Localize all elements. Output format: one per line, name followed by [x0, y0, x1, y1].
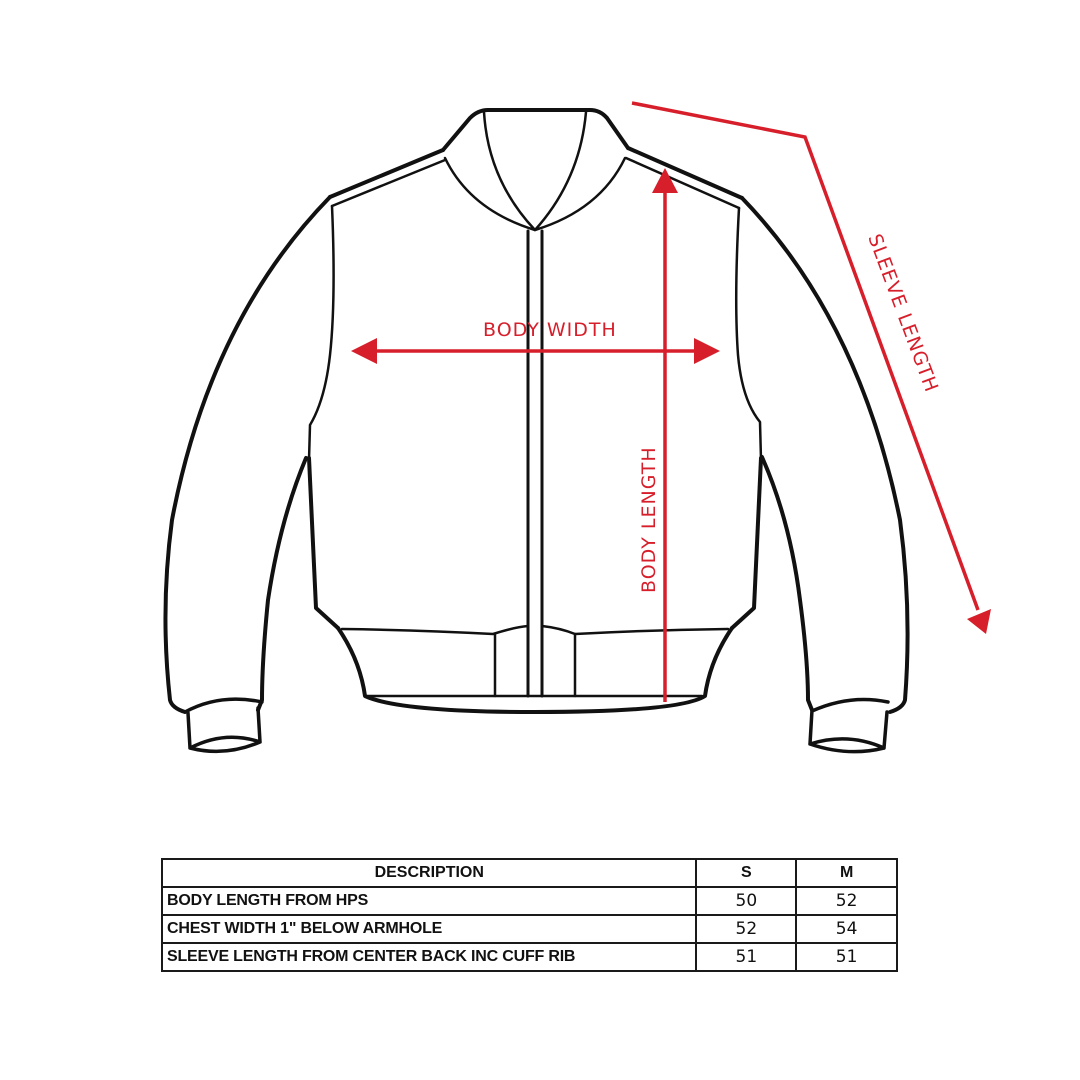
waistband-top [340, 624, 730, 636]
right-cuff [808, 697, 890, 754]
header-description: DESCRIPTION [160, 858, 698, 888]
arrow-head-up-icon [652, 168, 678, 193]
right-shoulder-seam [624, 156, 741, 210]
header-size-s: S [695, 858, 798, 888]
measure-annotations: BODY WIDTH BODY LENGTH SLEEVE LENGTH [351, 101, 991, 702]
left-shoulder [328, 148, 445, 199]
right-body-side [734, 206, 763, 462]
header-size-m: M [795, 858, 898, 888]
left-body-side-lower [307, 456, 340, 630]
left-sleeve-outer [163, 195, 332, 714]
jacket-outline [163, 108, 910, 754]
sleeve-length-arrow [631, 101, 980, 611]
right-sleeve-outer [740, 196, 910, 714]
row-size-m: 51 [795, 942, 898, 972]
arrow-head-down-icon [967, 609, 991, 634]
table-header-row: DESCRIPTION S M [160, 858, 898, 888]
collar-fold [482, 110, 588, 232]
table-row: SLEEVE LENGTH FROM CENTER BACK INC CUFF … [160, 942, 898, 972]
body-width-label: BODY WIDTH [483, 319, 617, 341]
arrow-head-right-icon [694, 338, 720, 364]
left-body-side [307, 204, 335, 462]
left-shoulder-seam [330, 158, 447, 208]
sleeve-length-label: SLEEVE LENGTH [863, 231, 942, 396]
left-sleeve-inner [256, 456, 308, 712]
row-description: BODY LENGTH FROM HPS [160, 886, 698, 916]
row-size-s: 51 [695, 942, 798, 972]
right-sleeve-inner [760, 455, 814, 712]
right-shoulder [626, 146, 744, 200]
table-row: BODY LENGTH FROM HPS 50 52 [160, 886, 898, 916]
left-cuff [183, 697, 264, 754]
table-row: CHEST WIDTH 1" BELOW ARMHOLE 52 54 [160, 914, 898, 944]
row-size-m: 52 [795, 886, 898, 916]
row-size-s: 50 [695, 886, 798, 916]
size-chart-table: DESCRIPTION S M BODY LENGTH FROM HPS 50 … [160, 858, 898, 972]
body-length-label: BODY LENGTH [638, 446, 660, 593]
row-description: CHEST WIDTH 1" BELOW ARMHOLE [160, 914, 698, 944]
right-body-side-lower [730, 456, 763, 630]
row-size-s: 52 [695, 914, 798, 944]
zipper-placket [526, 229, 544, 698]
waistband-outline [336, 626, 734, 714]
collar-outline [441, 108, 630, 152]
collar-base [443, 156, 627, 232]
row-size-m: 54 [795, 914, 898, 944]
arrow-head-left-icon [351, 338, 377, 364]
row-description: SLEEVE LENGTH FROM CENTER BACK INC CUFF … [160, 942, 698, 972]
